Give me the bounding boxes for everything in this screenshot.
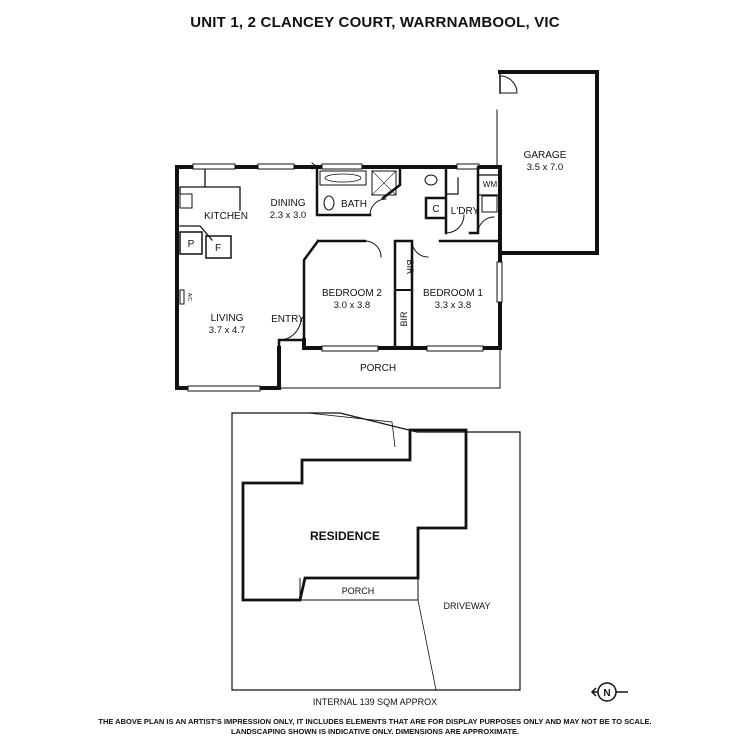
laundry-tub bbox=[481, 195, 498, 213]
door-laundry bbox=[445, 214, 465, 234]
kitchen-label: KITCHEN bbox=[204, 211, 248, 222]
window-dining bbox=[257, 163, 295, 170]
disclaimer-line-2: LANDSCAPING SHOWN IS INDICATIVE ONLY. DI… bbox=[230, 727, 520, 736]
fridge-box bbox=[205, 235, 232, 259]
kitchen-bench bbox=[179, 169, 241, 241]
pantry-label: P bbox=[188, 239, 195, 250]
bath-label: BATH bbox=[341, 199, 367, 210]
north-compass-icon bbox=[590, 682, 628, 702]
driveway-label: DRIVEWAY bbox=[443, 601, 490, 611]
internal-area: INTERNAL 139 SQM APPROX bbox=[312, 697, 438, 707]
bedroom-walls bbox=[302, 239, 502, 350]
garage-door-swing bbox=[499, 75, 518, 94]
window-kitchen bbox=[192, 163, 236, 170]
bedroom1-label: BEDROOM 1 bbox=[423, 288, 483, 299]
cooktop bbox=[179, 193, 193, 209]
toilet bbox=[424, 174, 438, 186]
disclaimer-line-1: THE ABOVE PLAN IS AN ARTIST'S IMPRESSION… bbox=[98, 717, 652, 726]
north-letter: N bbox=[603, 688, 610, 699]
residence-label: RESIDENCE bbox=[310, 529, 380, 543]
shower bbox=[371, 170, 397, 196]
house-outer-walls bbox=[175, 165, 502, 390]
door-bath bbox=[369, 198, 387, 216]
entry-wall bbox=[277, 338, 306, 350]
bedroom1-dims: 3.3 x 3.8 bbox=[435, 300, 471, 311]
floor-plan bbox=[175, 70, 599, 392]
dining-dims: 2.3 x 3.0 bbox=[270, 210, 306, 221]
wm-label: WM bbox=[483, 180, 498, 189]
window-bedroom2 bbox=[321, 345, 379, 352]
ac-label: A/C bbox=[186, 293, 192, 302]
door-bedroom1 bbox=[411, 240, 429, 258]
site-boundary bbox=[231, 412, 521, 691]
porch-outline bbox=[278, 347, 501, 389]
ac-unit bbox=[179, 289, 185, 305]
bath-walls bbox=[315, 165, 402, 217]
plan-title: UNIT 1, 2 CLANCEY COURT, WARRNAMBOOL, VI… bbox=[190, 14, 560, 31]
garage-dims: 3.5 x 7.0 bbox=[527, 162, 563, 173]
porch-label: PORCH bbox=[360, 363, 396, 374]
residence-outline bbox=[241, 428, 468, 602]
window-living bbox=[187, 385, 261, 392]
window-bedroom1 bbox=[426, 345, 484, 352]
door-laundry-garage bbox=[477, 216, 495, 234]
bir-bottom-label: BIR bbox=[399, 311, 409, 327]
site-porch-label: PORCH bbox=[342, 586, 375, 596]
dining-label: DINING bbox=[271, 198, 306, 209]
laundry-label: L'DRY bbox=[451, 206, 480, 217]
bedroom2-dims: 3.0 x 3.8 bbox=[334, 300, 370, 311]
window-bath bbox=[321, 163, 363, 170]
laundry-inner bbox=[445, 174, 501, 196]
garage-label: GARAGE bbox=[524, 150, 567, 161]
disclaimer: THE ABOVE PLAN IS AN ARTIST'S IMPRESSION… bbox=[0, 717, 750, 737]
living-label: LIVING bbox=[211, 313, 244, 324]
window-bedroom1-side bbox=[496, 261, 503, 303]
door-bedroom2 bbox=[364, 240, 382, 258]
vanity-basin bbox=[323, 195, 335, 211]
bedroom2-label: BEDROOM 2 bbox=[322, 288, 382, 299]
bathtub bbox=[319, 170, 367, 186]
window-laundry bbox=[456, 163, 480, 170]
site-inner-line-1 bbox=[307, 412, 396, 448]
cupboard-label: C bbox=[432, 204, 439, 215]
pantry-box bbox=[179, 231, 203, 255]
bir-top-label: BIR bbox=[405, 259, 415, 275]
driveway-line bbox=[417, 578, 437, 691]
laundry-walls bbox=[424, 165, 480, 235]
bathtub-basin bbox=[324, 173, 362, 183]
entry-label: ENTRY bbox=[271, 314, 305, 325]
fridge-label: F bbox=[215, 243, 221, 254]
door-entry bbox=[278, 317, 302, 341]
living-dims: 3.7 x 4.7 bbox=[209, 325, 245, 336]
site-plan bbox=[231, 412, 521, 691]
shower-cross bbox=[371, 170, 397, 196]
